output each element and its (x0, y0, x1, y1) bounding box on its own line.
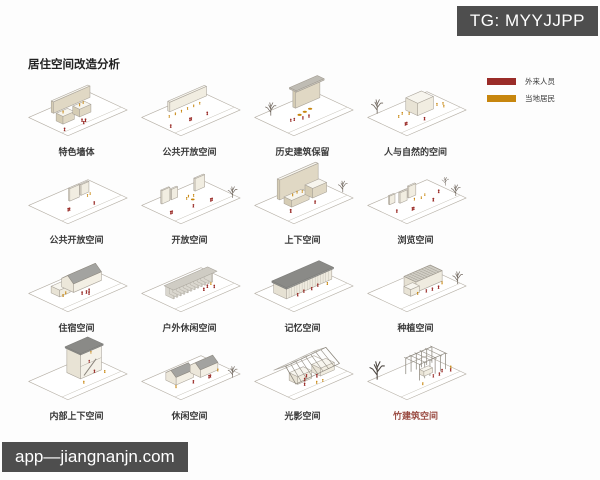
light-shadow-diagram (253, 347, 354, 401)
watermark-top: TG: MYYJJPP (456, 6, 598, 36)
legend-label: 外来人员 (525, 77, 555, 86)
cell-label: 记忆空间 (284, 323, 321, 333)
cell-label: 内部上下空间 (49, 411, 104, 421)
diagram-cell-slat-canopy: 户外休闲空间 (133, 248, 246, 336)
cell-label: 种植空间 (397, 323, 434, 333)
diagram-cell-twin-panels: 公共开放空间 (20, 160, 133, 248)
legend-label: 当地居民 (525, 94, 555, 103)
cell-label: 开放空间 (171, 235, 208, 245)
cell-label: 历史建筑保留 (275, 147, 330, 157)
legend: 外来人员当地居民 (487, 76, 555, 110)
planting-house-diagram (366, 264, 467, 313)
legend-swatch-icon (487, 95, 516, 102)
long-wall-crowd-diagram (140, 85, 241, 137)
cell-label: 休闲空间 (171, 411, 208, 421)
diagram-cell-textured-walls: 特色墙体 (20, 72, 133, 160)
diagram-cell-gable-house: 住宿空间 (20, 248, 133, 336)
diagram-cell-open-panels: 开放空间 (133, 160, 246, 248)
bamboo-frame-diagram (366, 345, 467, 401)
twin-panels-diagram (27, 179, 128, 225)
diagram-cell-historic-wall: 历史建筑保留 (246, 72, 359, 160)
diagram-cell-stacked-wall: 上下空间 (246, 160, 359, 248)
cell-label: 人与自然的空间 (383, 147, 447, 157)
page-title: 居住空间改造分析 (28, 59, 120, 71)
twin-gables-diagram (140, 354, 241, 401)
diagram-cell-long-wall-crowd: 公共开放空间 (133, 72, 246, 160)
cell-label: 竹建筑空间 (392, 411, 438, 421)
cell-label: 特色墙体 (58, 147, 95, 157)
diagram-cell-nature-box: 人与自然的空间 (359, 72, 472, 160)
open-panels-diagram (140, 173, 241, 225)
diagram-cell-light-shadow: 光影空间 (246, 336, 359, 424)
legend-item: 当地居民 (487, 93, 555, 104)
memory-hall-diagram (253, 260, 354, 313)
stacked-wall-diagram (253, 161, 354, 225)
diagram-cell-bamboo-frame: 竹建筑空间 (359, 336, 472, 424)
nature-box-diagram (366, 90, 467, 137)
cell-label: 上下空间 (284, 235, 321, 245)
browse-panels-diagram (366, 176, 467, 225)
legend-item: 外来人员 (487, 76, 555, 87)
slat-canopy-diagram (140, 266, 241, 313)
diagram-cell-split-level: 内部上下空间 (20, 336, 133, 424)
cell-label: 户外休闲空间 (162, 323, 217, 333)
gable-house-diagram (27, 262, 128, 313)
diagram-cell-browse-panels: 浏览空间 (359, 160, 472, 248)
cell-label: 浏览空间 (397, 235, 434, 245)
watermark-bottom: app—jiangnanjn.com (2, 442, 188, 472)
textured-walls-diagram (27, 84, 128, 137)
cell-label: 公共开放空间 (49, 235, 104, 245)
cell-label: 公共开放空间 (162, 147, 217, 157)
historic-wall-diagram (253, 75, 354, 137)
split-level-diagram (27, 336, 128, 401)
cell-label: 光影空间 (284, 411, 321, 421)
diagram-cell-twin-gables: 休闲空间 (133, 336, 246, 424)
diagram-cell-planting-house: 种植空间 (359, 248, 472, 336)
cell-label: 住宿空间 (58, 323, 95, 333)
diagram-grid: 特色墙体公共开放空间历史建筑保留人与自然的空间公共开放空间开放空间上下空间浏览空… (20, 72, 472, 424)
legend-swatch-icon (487, 78, 516, 85)
diagram-cell-memory-hall: 记忆空间 (246, 248, 359, 336)
